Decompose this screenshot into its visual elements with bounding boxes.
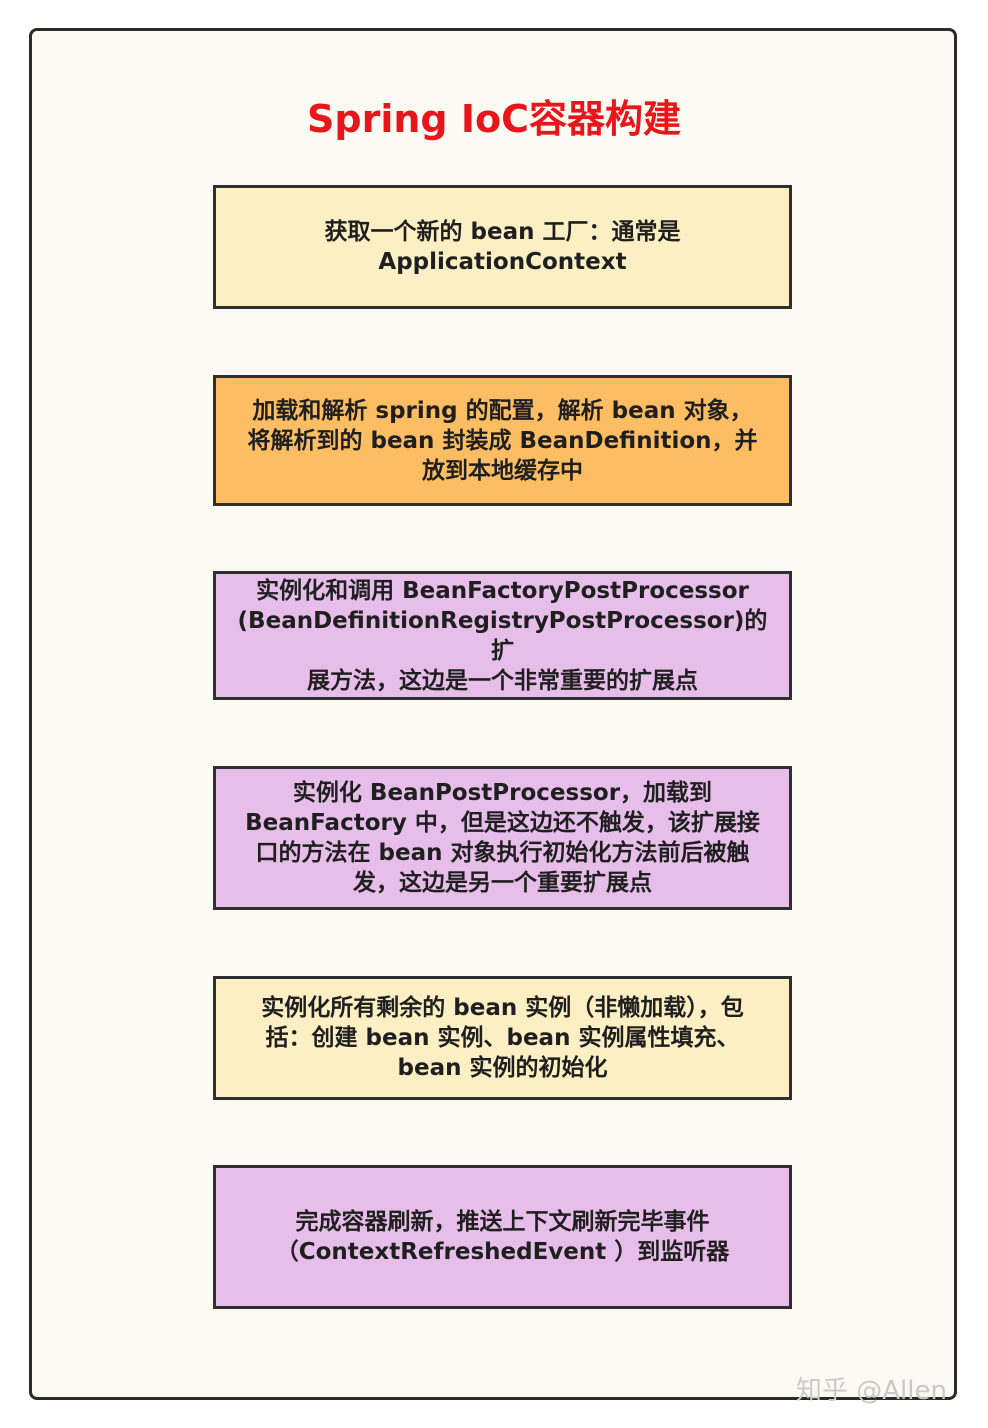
step-box-3: 实例化和调用 BeanFactoryPostProcessor (BeanDef… (213, 571, 792, 700)
step-box-1: 获取一个新的 bean 工厂：通常是 ApplicationContext (213, 185, 792, 309)
step-text-4: 实例化 BeanPostProcessor，加载到 BeanFactory 中，… (245, 780, 760, 896)
watermark: 知乎 @Allen (796, 1376, 947, 1406)
step-text-5: 实例化所有剩余的 bean 实例（非懒加载），包 括：创建 bean 实例、be… (261, 995, 744, 1081)
step-text-1: 获取一个新的 bean 工厂：通常是 ApplicationContext (324, 219, 681, 275)
step-box-4: 实例化 BeanPostProcessor，加载到 BeanFactory 中，… (213, 766, 792, 910)
step-box-5: 实例化所有剩余的 bean 实例（非懒加载），包 括：创建 bean 实例、be… (213, 976, 792, 1100)
step-box-2: 加载和解析 spring 的配置，解析 bean 对象， 将解析到的 bean … (213, 375, 792, 506)
step-text-6: 完成容器刷新，推送上下文刷新完毕事件 （ContextRefreshedEven… (275, 1209, 730, 1265)
diagram-title: Spring IoC容器构建 (307, 97, 681, 141)
step-text-3: 实例化和调用 BeanFactoryPostProcessor (BeanDef… (237, 577, 768, 694)
step-box-6: 完成容器刷新，推送上下文刷新完毕事件 （ContextRefreshedEven… (213, 1165, 792, 1309)
step-text-2: 加载和解析 spring 的配置，解析 bean 对象， 将解析到的 bean … (247, 397, 758, 484)
